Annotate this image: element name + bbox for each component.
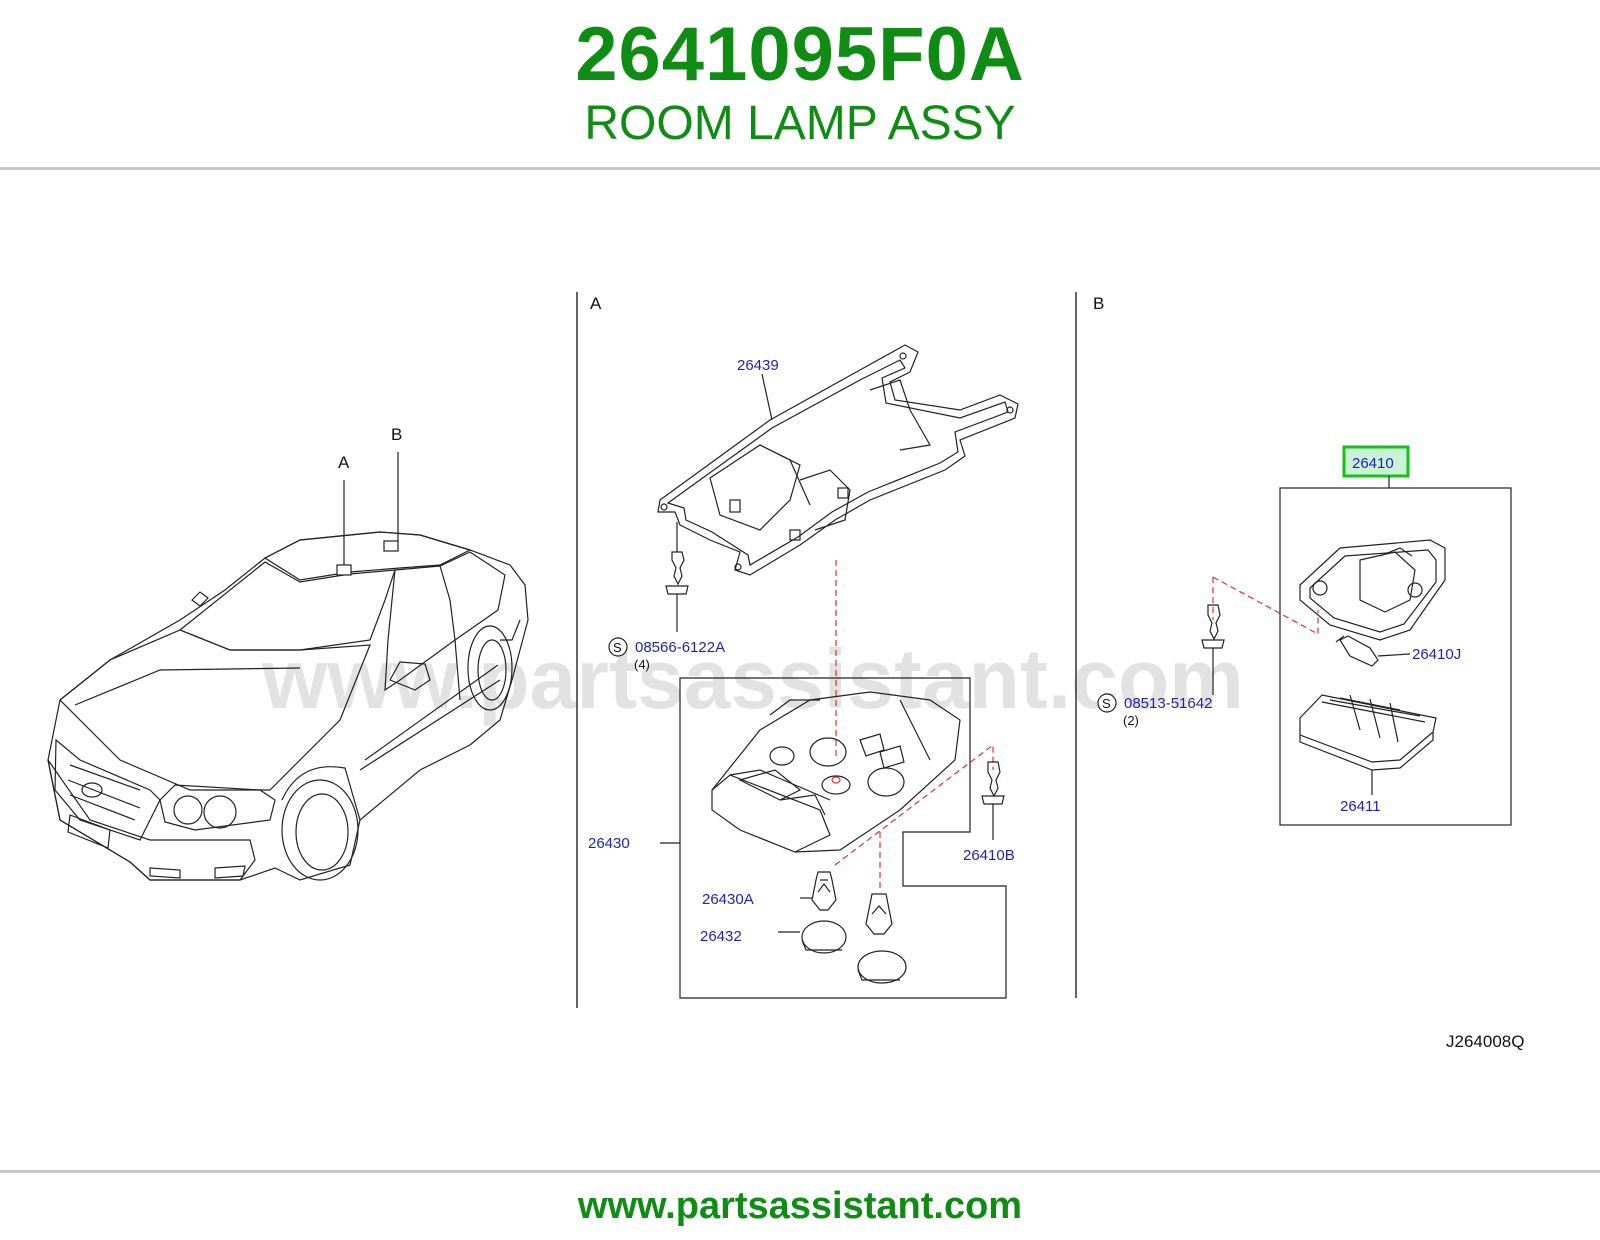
page-header: 2641095F0A ROOM LAMP ASSY [0, 0, 1600, 170]
lens-26432-drawing [778, 920, 907, 984]
label-26432: 26432 [700, 928, 742, 945]
footer-divider [0, 1170, 1600, 1173]
highlight-box-26410 [1342, 445, 1410, 478]
label-26430: 26430 [588, 835, 630, 852]
room-lamp-26430-drawing [711, 691, 961, 853]
label-26439: 26439 [737, 357, 779, 374]
watermark-text: www.partsassistant.com [261, 632, 1244, 726]
bulb-26410J-drawing [1335, 635, 1411, 667]
screw-08566-drawing [665, 522, 689, 632]
section-label-a: A [590, 294, 602, 313]
assembly-box-26410 [1279, 487, 1512, 826]
lens-26411-drawing [1299, 694, 1437, 795]
screw-08513-drawing [1201, 604, 1225, 695]
dash-leader-b [1212, 576, 1319, 636]
screw-symbol-b: S [1102, 696, 1111, 711]
screw-symbol-circle-a [608, 637, 628, 657]
screw-symbol-circle-b [1097, 693, 1117, 713]
label-26410B: 26410B [963, 847, 1015, 864]
label-08566-qty: (4) [634, 657, 650, 672]
car-illustration [47, 452, 529, 881]
label-08513-qty: (2) [1123, 713, 1139, 728]
label-26411: 26411 [1340, 798, 1381, 815]
bracket-26439-drawing [657, 344, 1019, 576]
part-name-subtitle: ROOM LAMP ASSY [584, 97, 1016, 150]
label-08513-51642: 08513-51642 [1124, 695, 1212, 712]
label-26410: 26410 [1352, 455, 1394, 472]
assembly-box-26430 [679, 677, 1007, 999]
section-label-b: B [1093, 294, 1104, 313]
label-26410J: 26410J [1412, 646, 1461, 663]
leader-26439 [761, 373, 773, 421]
bulb-2-drawing [865, 893, 893, 935]
footer-website-link[interactable]: www.partsassistant.com [577, 1185, 1023, 1227]
screw-symbol-a: S [613, 640, 622, 655]
screw-26410B-drawing [981, 761, 1005, 840]
lamp-housing-26410-drawing [1299, 539, 1446, 641]
bulb-26430A-drawing [800, 871, 837, 911]
drawing-code: J264008Q [1446, 1032, 1524, 1051]
label-26430A: 26430A [702, 891, 754, 908]
car-callout-b: B [391, 425, 402, 444]
car-callout-a: A [338, 453, 350, 472]
part-number-title: 2641095F0A [575, 12, 1025, 97]
label-08566-6122A: 08566-6122A [635, 639, 725, 656]
header-divider [0, 167, 1600, 170]
